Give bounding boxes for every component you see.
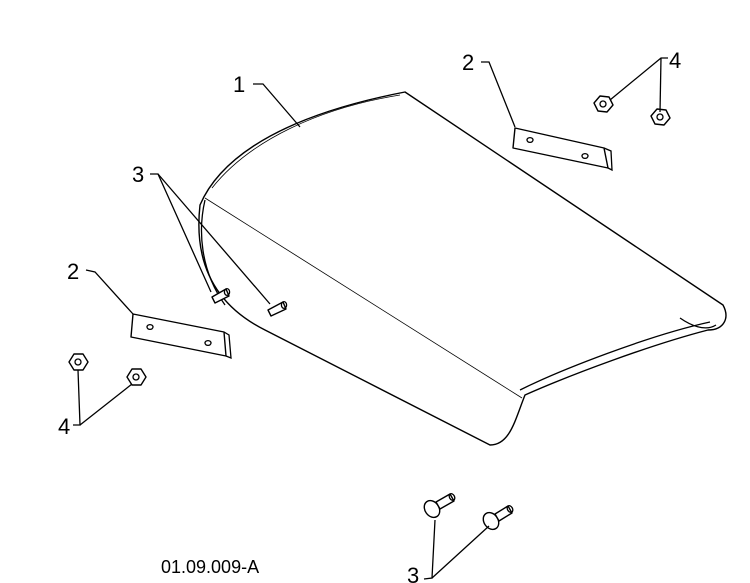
- nut-part-4-upper-b: [650, 108, 671, 126]
- nut-part-4-lower-b: [126, 368, 147, 386]
- pin-part-3-a: [211, 287, 231, 304]
- seat-cover-body: [198, 91, 727, 446]
- mounting-strip-part-2-lower: [130, 313, 232, 359]
- callout-3-left: 3: [132, 162, 144, 187]
- callout-4-upper: 4: [669, 48, 681, 73]
- callout-2-lower: 2: [67, 259, 79, 284]
- bolt-part-3-b: [482, 504, 514, 531]
- callout-4-lower: 4: [58, 414, 70, 439]
- nut-part-4-lower-a: [68, 353, 89, 371]
- seat-cover-crease: [204, 197, 523, 399]
- callout-3-bottom: 3: [407, 563, 419, 583]
- drawing-code: 01.09.009-A: [161, 557, 259, 577]
- callout-1: 1: [233, 72, 245, 97]
- seat-cover-top-edge: [211, 94, 401, 189]
- seat-cover-part-1: [198, 91, 727, 446]
- leader-lines: [73, 57, 668, 580]
- nut-part-4-upper-a: [593, 95, 614, 113]
- pin-part-3-b: [267, 300, 288, 317]
- bolt-part-3-a: [423, 492, 456, 519]
- callout-2-upper: 2: [462, 50, 474, 75]
- seat-cover-right-curl: [679, 317, 717, 329]
- mounting-strip-part-2-upper: [512, 127, 613, 172]
- seat-cover-front-lip: [519, 321, 711, 391]
